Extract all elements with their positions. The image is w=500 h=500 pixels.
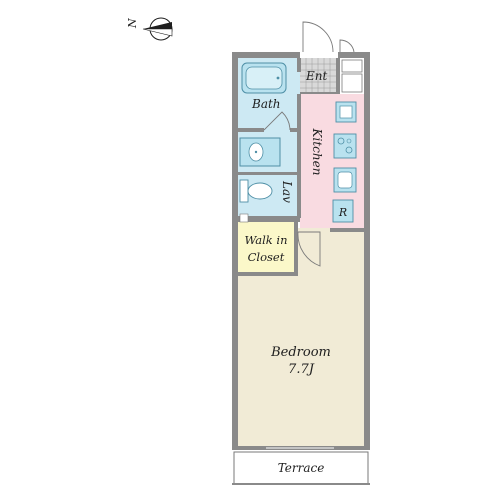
lavatory-label: Lav [280, 180, 294, 203]
bedroom-size-label: 7.7J [288, 362, 315, 377]
closet-label-line2: Closet [248, 250, 285, 264]
closet-area [238, 222, 296, 272]
toilet-icon [239, 179, 273, 203]
front-door [302, 21, 355, 53]
bathtub-icon [241, 62, 287, 94]
compass-needle-light [142, 28, 173, 37]
kitchen-sink-icon [335, 101, 357, 123]
entrance-label: Ent [305, 69, 327, 83]
closet-label-line1: Walk in [244, 233, 287, 247]
walls [232, 52, 370, 450]
refrigerator-icon [332, 199, 354, 223]
entrance-tiles [300, 58, 338, 94]
north-arrow-icon: N [126, 17, 173, 41]
stove-icon [333, 133, 357, 159]
terrace-label: Terrace [278, 461, 325, 475]
counter-basin-icon [333, 167, 357, 193]
bath-door [263, 111, 291, 131]
terrace-area [233, 451, 369, 485]
kitchen-label: Kitchen [310, 128, 324, 176]
wash-basin-icon [239, 137, 281, 167]
bath-label: Bath [251, 97, 281, 111]
north-label: N [126, 18, 139, 29]
bedroom-label: Bedroom [270, 345, 331, 360]
bedroom-area [238, 272, 364, 448]
bedroom-door [297, 231, 321, 267]
shoe-cabinet [341, 59, 363, 73]
storage-cabinet [341, 73, 363, 93]
bedroom-upper-area [296, 228, 364, 272]
refrigerator-label: R [338, 206, 347, 219]
meter-box [239, 213, 249, 223]
